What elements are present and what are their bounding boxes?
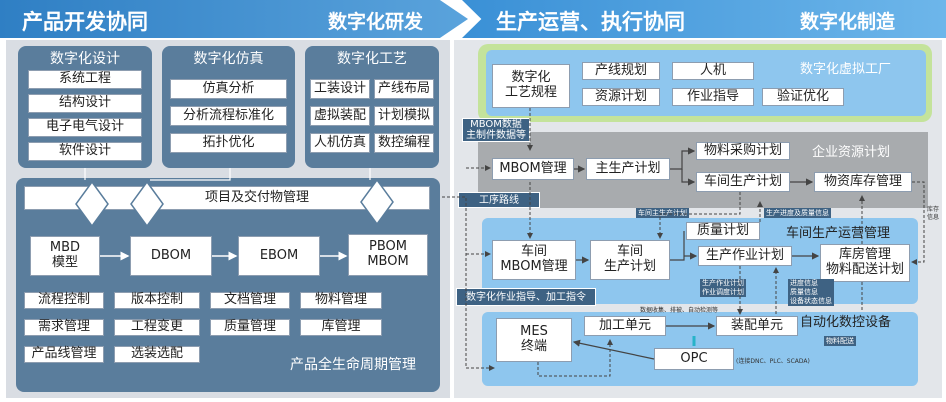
- design-item-software: 软件设计: [28, 142, 142, 161]
- sim-item-topology: 拓扑优化: [170, 133, 287, 153]
- erp-master-plan-box: 主生产计划: [586, 158, 670, 180]
- digital-design-title: 数字化设计: [50, 51, 120, 67]
- diamond-2: [130, 180, 164, 228]
- digital-simulation-title: 数字化仿真: [193, 51, 264, 67]
- process-item-nc-programming: 数控编程: [374, 133, 434, 153]
- vf-verify-optimize: 验证优化: [762, 88, 844, 106]
- vf-resource-plan: 资源计划: [582, 88, 660, 106]
- opc-box: OPC: [654, 348, 734, 370]
- module-engineering-change: 工程变更: [114, 319, 200, 336]
- sim-item-standardization: 分析流程标准化: [170, 106, 287, 126]
- opc-note: (连接DNC、PLC、SCADA): [736, 358, 810, 365]
- module-quality-mgmt: 质量管理: [210, 319, 290, 336]
- mes-terminal-box: MES 终端: [496, 318, 572, 362]
- process-item-virtual-assembly: 虚拟装配: [310, 106, 370, 126]
- erp-purchase-plan-box: 物料采购计划: [696, 142, 790, 160]
- digital-process-title: 数字化工艺: [337, 51, 407, 67]
- mom-title: 车间生产运营管理: [786, 226, 891, 241]
- virtual-factory-title: 数字化虚拟工厂: [800, 62, 892, 77]
- erp-mbom-box: MBOM管理: [492, 158, 574, 180]
- module-version-control: 版本控制: [114, 292, 200, 309]
- vf-work-guide: 作业指导: [672, 88, 754, 106]
- pbom-mbom-box: PBOM MBOM: [348, 234, 428, 276]
- right-banner-title: 生产运营、执行协同: [496, 10, 685, 34]
- left-banner: [0, 0, 468, 38]
- mom-warehouse-box: 库房管理 物料配送计划: [820, 244, 910, 282]
- project-deliverable-label: 项目及交付物管理: [204, 189, 309, 205]
- automation-title: 自动化数控设备: [800, 315, 892, 330]
- vf-ergonomics: 人机: [672, 62, 754, 80]
- tag-progress-quality: 生产进度及质量信息: [764, 208, 831, 218]
- tag-inventory-side: 库存 信息: [927, 206, 940, 221]
- left-banner-title: 产品开发协同: [22, 10, 148, 34]
- erp-shop-plan-box: 车间生产计划: [696, 172, 790, 192]
- mom-work-plan-box: 生产作业计划: [698, 246, 792, 266]
- dbom-box: DBOM: [130, 236, 212, 276]
- module-requirement-mgmt: 需求管理: [24, 319, 104, 336]
- left-banner-badge: 数字化研发: [328, 11, 424, 33]
- sim-item-analysis: 仿真分析: [170, 79, 287, 99]
- design-item-structure: 结构设计: [28, 94, 142, 113]
- erp-inventory-box: 物资库存管理: [814, 172, 912, 192]
- tag-shop-master-plan: 车间主生产计划: [636, 208, 689, 218]
- diamond-3: [360, 178, 394, 226]
- mom-mbom-box: 车间 MBOM管理: [492, 240, 576, 280]
- design-item-system-engineering: 系统工程: [28, 70, 142, 89]
- module-material-mgmt: 物料管理: [300, 292, 382, 309]
- design-item-electrical: 电子电气设计: [28, 118, 142, 137]
- module-library-mgmt: 库管理: [300, 319, 382, 336]
- assembly-unit-box: 装配单元: [716, 316, 798, 336]
- process-item-tooling: 工装设计: [310, 79, 370, 99]
- mbd-model-box: MBD 模型: [30, 236, 100, 276]
- erp-title: 企业资源计划: [812, 145, 891, 160]
- tag-work-schedule: 生产作业计划 作业调度计划: [700, 279, 746, 298]
- tag-mbom-data: MBOM数据 主制件数据等: [462, 118, 530, 142]
- module-document-mgmt: 文档管理: [210, 292, 290, 309]
- machining-unit-box: 加工单元: [584, 316, 666, 336]
- right-banner-badge: 数字化制造: [800, 11, 896, 33]
- vf-line-planning: 产线规划: [582, 62, 660, 80]
- process-item-line-layout: 产线布局: [374, 79, 434, 99]
- diamond-1: [75, 180, 109, 228]
- module-product-line-mgmt: 产品线管理: [24, 346, 104, 363]
- tag-progress-info: 进度信息 质量信息 设备状态信息: [788, 279, 834, 307]
- right-banner: [462, 0, 946, 38]
- process-item-ergonomics: 人机仿真: [310, 133, 370, 153]
- module-process-control: 流程控制: [24, 292, 104, 309]
- digital-process-spec-box: 数字化 工艺规程: [492, 64, 570, 108]
- tag-routing: 工序路线: [458, 192, 540, 208]
- module-option-config: 选装选配: [114, 346, 200, 363]
- plm-footer: 产品全生命周期管理: [290, 357, 416, 373]
- process-item-plan-simulation: 计划模拟: [374, 106, 434, 126]
- tag-work-guide: 数字化作业指导、加工指令: [456, 288, 596, 306]
- tag-data-collect: 数据收集、排被、自动检测等: [640, 307, 719, 314]
- ebom-box: EBOM: [238, 236, 320, 276]
- tag-material-delivery: 物料配送: [824, 336, 856, 346]
- mom-plan-box: 车间 生产计划: [590, 240, 670, 280]
- mom-quality-plan-box: 质量计划: [686, 222, 760, 240]
